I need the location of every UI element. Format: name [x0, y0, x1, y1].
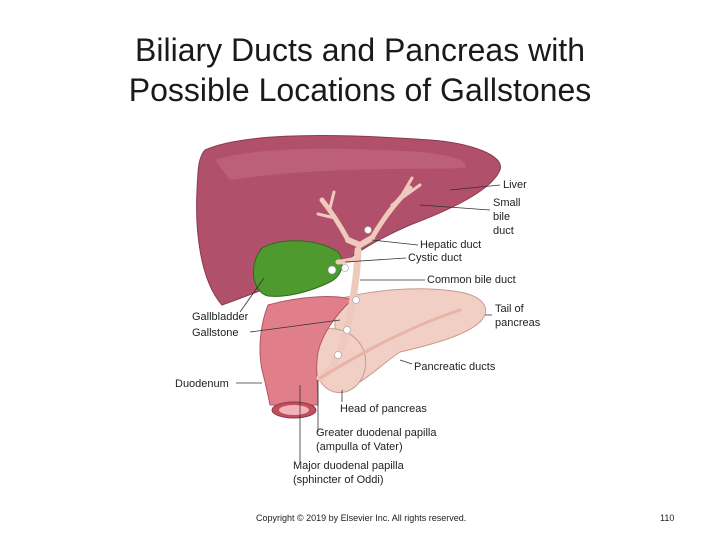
label-small-bile-duct-2: bile — [493, 211, 510, 223]
gallstone-gallbladder — [327, 265, 337, 275]
label-cystic-duct: Cystic duct — [408, 252, 462, 264]
label-duodenum: Duodenum — [175, 378, 229, 390]
label-greater-papilla-2: (ampulla of Vater) — [316, 441, 403, 453]
title-line-2: Possible Locations of Gallstones — [128, 72, 592, 108]
gallstones — [327, 226, 372, 359]
leader-hepatic-duct — [371, 239, 419, 246]
gallstone-hepatic — [364, 226, 372, 234]
hepatic-duct — [345, 235, 375, 249]
label-tail-of-pancreas-1: Tail of — [495, 303, 525, 315]
label-tail-of-pancreas-2: pancreas — [495, 317, 541, 329]
footer-copyright: Copyright © 2019 by Elsevier Inc. All ri… — [256, 513, 467, 523]
leader-pancreatic-ducts — [399, 359, 413, 365]
label-common-bile-duct: Common bile duct — [427, 274, 516, 286]
leader-small-bile-duct — [419, 204, 491, 211]
title-line-1: Biliary Ducts and Pancreas with — [135, 32, 585, 68]
small-bile-duct-branch-4 — [328, 190, 336, 210]
label-gallbladder: Gallbladder — [192, 311, 249, 323]
gallstone-common-1 — [352, 296, 360, 304]
leader-liver — [449, 184, 501, 191]
label-small-bile-duct-1: Small — [493, 197, 521, 209]
leader-gallbladder — [239, 277, 265, 313]
small-bile-duct-branch-2 — [400, 176, 414, 197]
pancreatic-duct-main — [318, 308, 462, 380]
page-number: 110 — [660, 513, 675, 523]
gallstone-common-2 — [343, 326, 351, 334]
slide-title: Biliary Ducts and Pancreas with Possible… — [0, 30, 720, 110]
duodenum-lumen — [279, 405, 309, 415]
label-small-bile-duct-3: duct — [493, 225, 514, 237]
common-bile-duct — [316, 246, 362, 382]
bile-ducts — [316, 176, 462, 382]
leader-gallstone — [249, 319, 341, 333]
label-hepatic-duct: Hepatic duct — [420, 239, 481, 251]
label-major-papilla-1: Major duodenal papilla — [293, 460, 405, 472]
label-head-of-pancreas: Head of pancreas — [340, 403, 427, 415]
small-bile-duct-branch-3 — [316, 212, 337, 220]
leader-cystic-duct — [344, 257, 407, 263]
label-liver: Liver — [503, 179, 527, 191]
gallstone-common-3 — [334, 351, 342, 359]
label-gallstone: Gallstone — [192, 327, 238, 339]
liver-highlight — [215, 148, 466, 180]
label-greater-papilla-1: Greater duodenal papilla — [316, 427, 437, 439]
label-major-papilla-2: (sphincter of Oddi) — [293, 474, 383, 486]
leader-lines — [236, 184, 501, 462]
label-pancreatic-ducts: Pancreatic ducts — [414, 361, 496, 373]
small-bile-duct-branch-1 — [390, 183, 422, 207]
small-bile-duct-right — [369, 185, 413, 241]
gallstone-cystic — [341, 264, 349, 272]
